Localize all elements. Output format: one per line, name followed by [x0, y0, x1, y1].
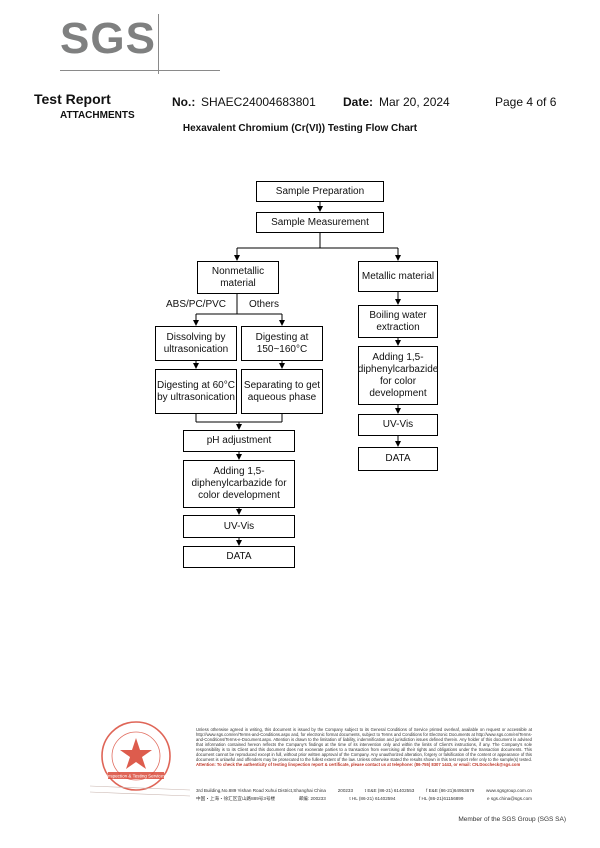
- box-nonmetallic-material: Nonmetallic material: [197, 261, 279, 294]
- sgs-logo-text: SGS: [60, 14, 156, 63]
- box-digesting-60: Digesting at 60°C by ultrasonication: [155, 369, 237, 414]
- page-number: Page 4 of 6: [495, 95, 557, 109]
- report-title: Test Report: [34, 91, 111, 107]
- website: www.sgsgroup.com.cn: [486, 788, 532, 793]
- report-subtitle: ATTACHMENTS: [60, 110, 135, 121]
- box-sample-measurement: Sample Measurement: [256, 212, 384, 233]
- report-number: SHAEC24004683801: [201, 95, 316, 109]
- zip-en: 200233: [337, 788, 354, 793]
- member-line: Member of the SGS Group (SGS SA): [458, 816, 566, 823]
- box-digesting-150: Digesting at 150~160°C: [241, 326, 323, 361]
- zip-cn: 200233: [310, 796, 326, 801]
- box-metallic-material: Metallic material: [358, 261, 438, 292]
- date-label: Date:: [343, 95, 374, 109]
- seal-text: Inspection & Testing Services: [107, 774, 166, 779]
- footer-legal-notice: Unless otherwise agreed in writing, this…: [196, 727, 532, 767]
- fax-hl: f HL (86-21)61156899: [418, 796, 464, 801]
- address-en: 3rd Building,No.889 Yishan Road Xuhui Di…: [196, 788, 326, 793]
- zip-label-cn: 邮编:: [298, 796, 310, 801]
- box-data-left: DATA: [183, 546, 295, 568]
- address-row-cn: 中国・上海・徐汇区宜山路889号3号楼 邮编: 200233 t HL (86-…: [196, 796, 532, 804]
- box-adding-right: Adding 1,5-diphenylcarbazide for color d…: [358, 346, 438, 405]
- branch-label-others: Others: [249, 299, 280, 310]
- address-cn: 中国・上海・徐汇区宜山路889号3号楼: [196, 796, 276, 801]
- legal-notice-text: Unless otherwise agreed in writing, this…: [196, 727, 532, 762]
- tel-ee: t E&E (86-21) 61402553: [364, 788, 415, 793]
- box-ph-adjustment: pH adjustment: [183, 430, 295, 452]
- sgs-logo: SGS: [60, 14, 220, 74]
- logo-rule-horizontal: [60, 70, 220, 71]
- box-uvvis-right: UV-Vis: [358, 414, 438, 436]
- box-dissolving: Dissolving by ultrasonication: [155, 326, 237, 361]
- seal-stamp-icon: Inspection & Testing Services: [89, 721, 191, 797]
- branch-label-abs: ABS/PC/PVC: [166, 299, 227, 310]
- footer-address: 3rd Building,No.889 Yishan Road Xuhui Di…: [196, 788, 532, 804]
- report-date: Mar 20, 2024: [379, 95, 450, 109]
- box-adding-left: Adding 1,5-diphenylcarbazide for color d…: [183, 460, 295, 508]
- box-separating: Separating to get aqueous phase: [241, 369, 323, 414]
- box-sample-preparation: Sample Preparation: [256, 181, 384, 202]
- tel-hl: t HL (86-21) 61402594: [349, 796, 396, 801]
- box-boiling-water: Boiling water extraction: [358, 305, 438, 338]
- logo-rule-vertical: [158, 14, 159, 74]
- company-seal: Inspection & Testing Services: [89, 716, 191, 804]
- fax-ee: f E&E (86-21)64953679: [426, 788, 475, 793]
- box-data-right: DATA: [358, 447, 438, 471]
- authenticity-notice: Attention: To check the authenticity of …: [196, 762, 521, 767]
- flow-chart-title: Hexavalent Chromium (Cr(VI)) Testing Flo…: [182, 123, 418, 134]
- report-number-label: No.:: [172, 95, 196, 109]
- email: e sgs.china@sgs.com: [486, 796, 532, 801]
- address-row-en: 3rd Building,No.889 Yishan Road Xuhui Di…: [196, 788, 532, 796]
- box-uvvis-left: UV-Vis: [183, 515, 295, 538]
